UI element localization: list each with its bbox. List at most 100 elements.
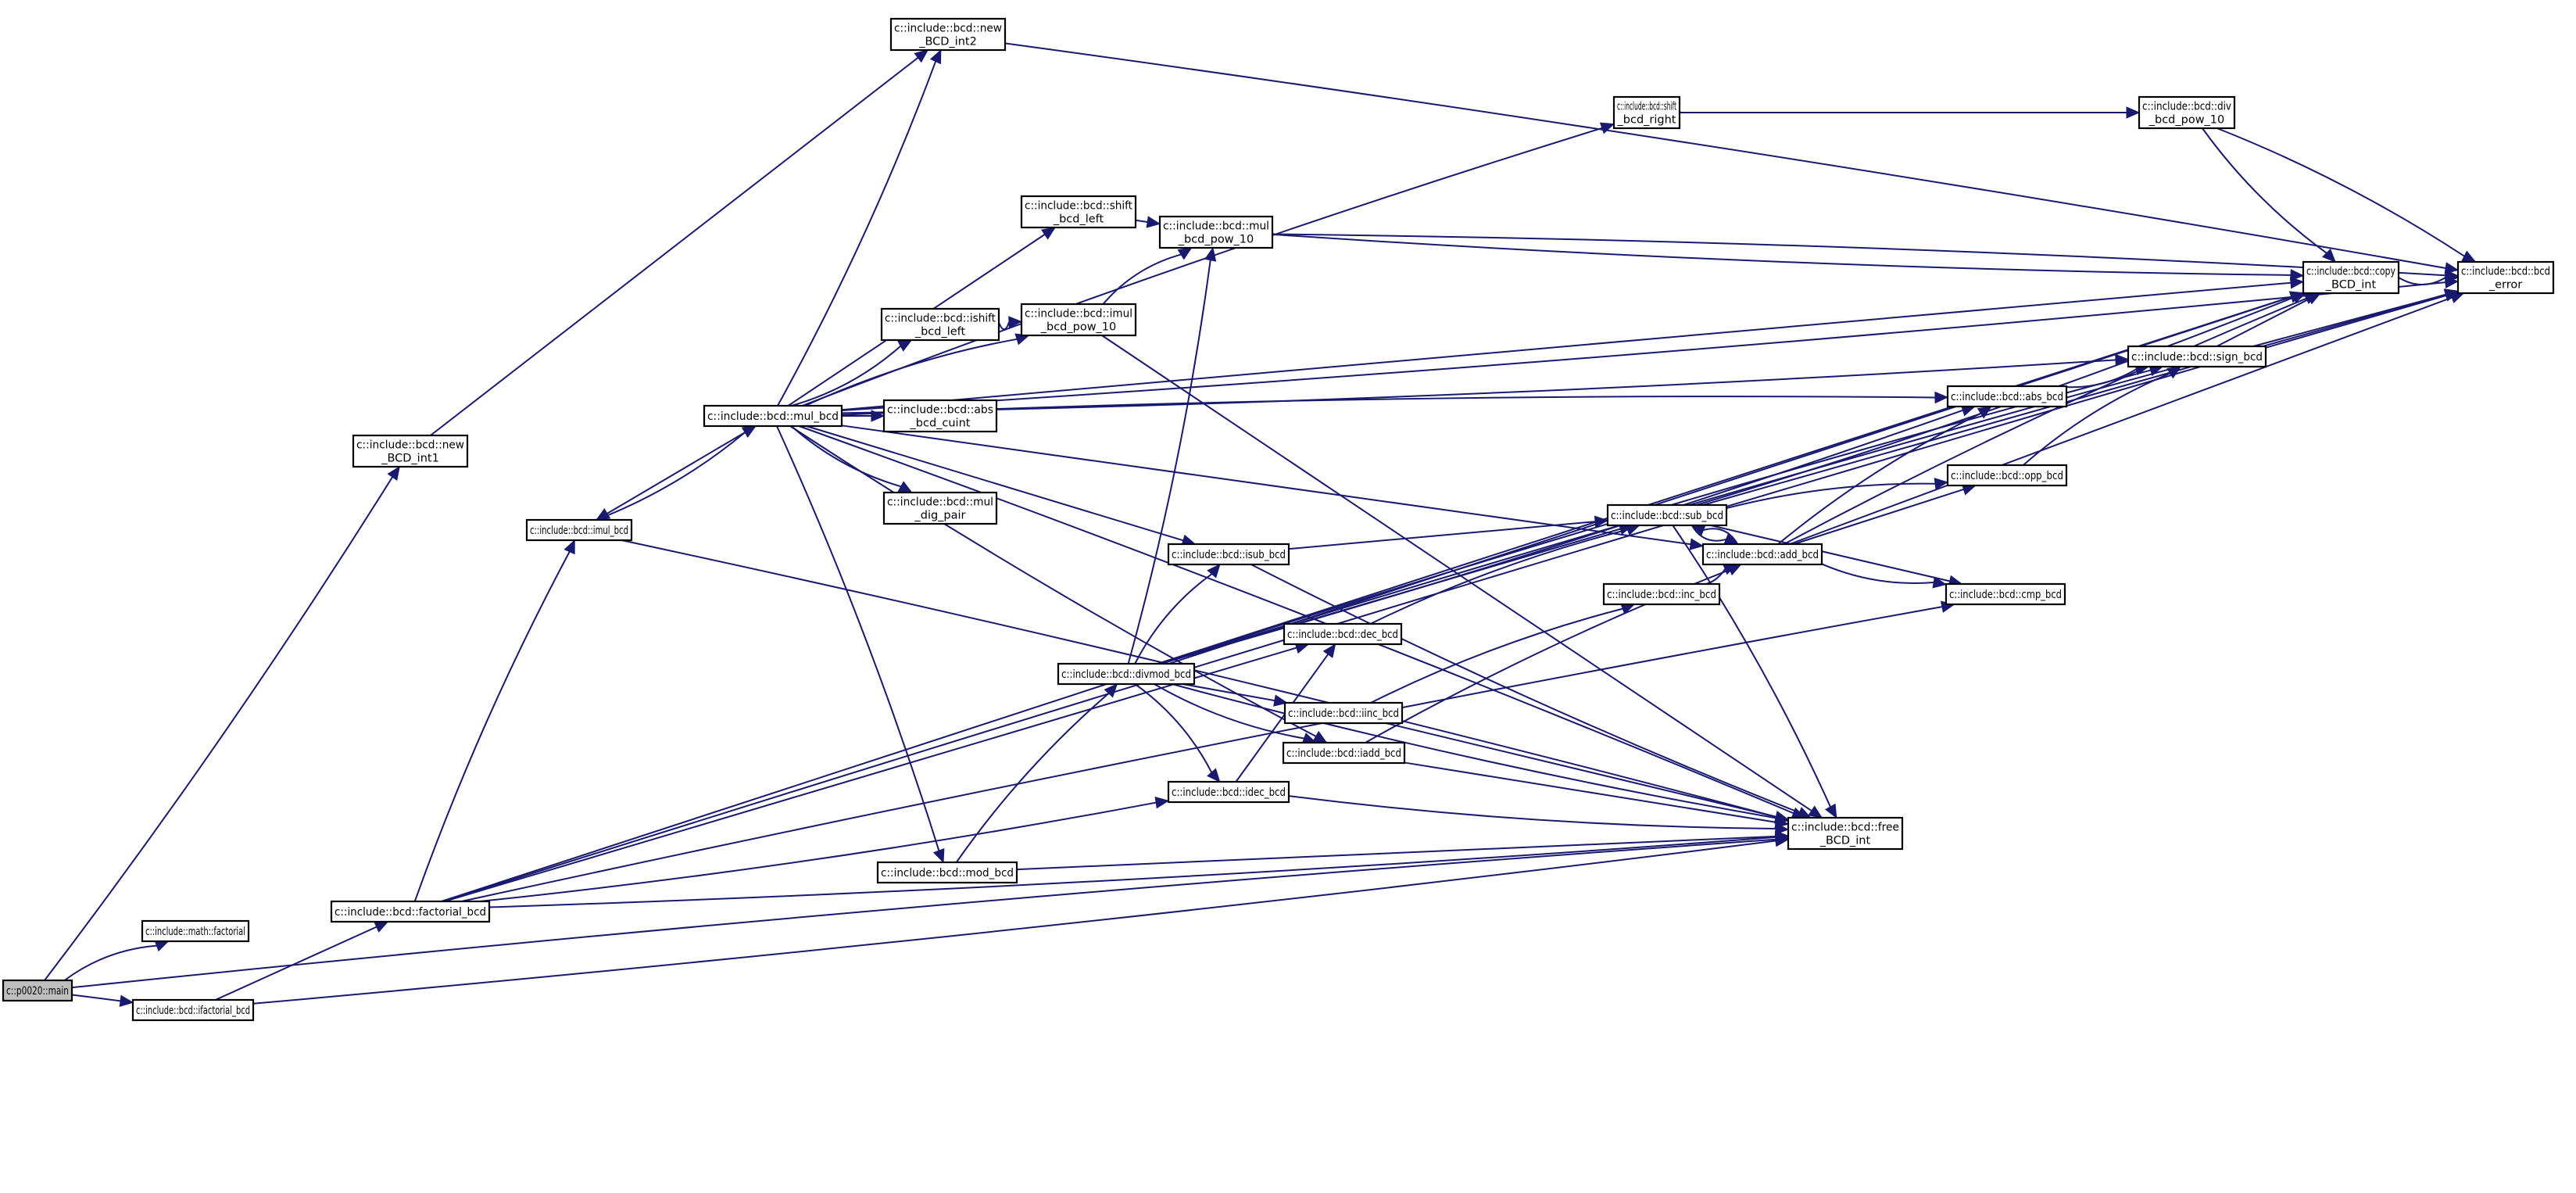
arrowhead-icon xyxy=(2321,248,2336,263)
node-iadd-bcd[interactable]: c::include::bcd::iadd_bcd xyxy=(1282,741,1406,765)
node-label: _bcd_pow_10 xyxy=(2148,114,2225,127)
edge-divmod_bcd-to-iinc_bcd xyxy=(1182,683,1288,707)
node-box xyxy=(1057,662,1196,686)
edge-line xyxy=(2398,277,2446,285)
edge-line xyxy=(252,840,1776,1005)
node-mul-dig-pair[interactable]: c::include::bcd::mul_dig_pair xyxy=(882,491,998,525)
node-inc-bcd[interactable]: c::include::bcd::inc_bcd xyxy=(1602,582,1721,606)
node-label: c::include::bcd::ishift xyxy=(885,313,996,325)
edge-line xyxy=(71,994,121,1002)
node-box xyxy=(1167,780,1290,804)
node-new-BCD-int2[interactable]: c::include::bcd::new_BCD_int2 xyxy=(889,17,1007,52)
node-box xyxy=(1020,195,1137,229)
node-label: c::include::bcd::shift xyxy=(1617,101,1676,113)
edge-line xyxy=(479,801,1157,902)
arrowhead-icon xyxy=(1808,805,1823,819)
edge-line xyxy=(998,321,1010,331)
node-main[interactable]: c::p0020::main xyxy=(2,979,73,1002)
node-new-BCD-int1[interactable]: c::include::bcd::new_BCD_int1 xyxy=(352,434,469,468)
node-dec-bcd[interactable]: c::include::bcd::dec_bcd xyxy=(1283,622,1403,646)
node-divmod-bcd[interactable]: c::include::bcd::divmod_bcd xyxy=(1057,662,1196,686)
node-label: c::include::bcd::bcd xyxy=(2461,266,2550,278)
node-box xyxy=(1020,303,1137,337)
arrowhead-icon xyxy=(2115,353,2130,367)
node-sign-bcd[interactable]: c::include::bcd::sign_bcd xyxy=(2127,345,2267,368)
node-math-factorial[interactable]: c::include::math::factorial xyxy=(141,919,250,943)
arrowhead-icon xyxy=(2292,292,2307,303)
node-abs-bcd[interactable]: c::include::bcd::abs_bcd xyxy=(1946,385,2068,408)
edge-line xyxy=(776,425,940,851)
node-opp-bcd[interactable]: c::include::bcd::opp_bcd xyxy=(1946,464,2068,487)
node-mod-bcd[interactable]: c::include::bcd::mod_bcd xyxy=(876,861,1018,884)
node-cmp-bcd[interactable]: c::include::bcd::cmp_bcd xyxy=(1945,582,2066,606)
node-label: _bcd_left xyxy=(1053,213,1104,226)
edge-line xyxy=(461,606,1943,902)
node-iinc-bcd[interactable]: c::include::bcd::iinc_bcd xyxy=(1283,701,1404,725)
arrowhead-icon xyxy=(897,481,913,493)
node-abs-bcd-cuint[interactable]: c::include::bcd::abs_bcd_cuint xyxy=(882,399,998,433)
node-label: c::include::bcd::dec_bcd xyxy=(1287,629,1398,641)
node-box xyxy=(330,900,491,923)
arrowhead-icon xyxy=(1207,768,1221,783)
edge-line xyxy=(1154,683,1304,740)
edge-line xyxy=(1250,564,1800,814)
edge-line xyxy=(1784,297,2307,545)
edge-line xyxy=(1821,563,1934,584)
edge-add_bcd-to-sub_bcd xyxy=(1690,525,1739,545)
edge-line xyxy=(1172,683,1776,819)
node-add-bcd[interactable]: c::include::bcd::add_bcd xyxy=(1701,543,1823,566)
edge-line xyxy=(1127,260,1211,665)
arrowhead-icon xyxy=(1824,803,1837,819)
node-imul-bcd-pow-10[interactable]: c::include::bcd::imul_bcd_pow_10 xyxy=(1020,303,1137,337)
edge-line xyxy=(955,693,1110,863)
edge-line xyxy=(2216,127,2465,257)
edge-line xyxy=(806,425,1184,542)
node-imul-bcd[interactable]: c::include::bcd::imul_bcd xyxy=(525,518,633,542)
edge-line xyxy=(596,432,746,521)
edge-mul_bcd-to-ishift_bcd_left xyxy=(791,339,913,407)
node-ishift-bcd-left[interactable]: c::include::bcd::ishift_bcd_left xyxy=(880,307,1000,342)
node-label: c::include::bcd::inc_bcd xyxy=(1607,589,1716,601)
edge-line xyxy=(1134,683,1213,773)
edge-idec_bcd-to-dec_bcd xyxy=(1235,643,1336,783)
node-ifactorial-bcd[interactable]: c::include::bcd::ifactorial_bcd xyxy=(131,998,255,1022)
edge-mul_bcd-to-mod_bcd xyxy=(776,425,945,864)
node-label: c::include::bcd::iadd_bcd xyxy=(1286,747,1401,760)
arrowhead-icon xyxy=(1775,830,1790,843)
node-label: c::include::bcd::mul_bcd xyxy=(707,410,839,423)
node-isub-bcd[interactable]: c::include::bcd::isub_bcd xyxy=(1167,543,1290,566)
node-box xyxy=(131,998,255,1022)
node-box xyxy=(1167,543,1290,566)
node-label: c::include::bcd::imul xyxy=(1025,308,1132,321)
node-shift-bcd-left[interactable]: c::include::bcd::shift_bcd_left xyxy=(1020,195,1137,229)
node-shift-bcd-right[interactable]: c::include::bcd::shift_bcd_right xyxy=(1612,95,1681,130)
node-sub-bcd[interactable]: c::include::bcd::sub_bcd xyxy=(1606,503,1728,527)
edge-factorial_bcd-to-cmp_bcd xyxy=(461,600,1955,902)
edge-line xyxy=(444,647,1297,902)
arrowhead-icon xyxy=(1322,643,1336,658)
node-box xyxy=(882,399,998,433)
edge-line xyxy=(1135,219,1148,224)
edge-sub_bcd-to-copy_BCD_int xyxy=(1696,292,2307,506)
node-factorial-bcd[interactable]: c::include::bcd::factorial_bcd xyxy=(330,900,491,923)
node-div-bcd-pow-10[interactable]: c::include::bcd::div_bcd_pow_10 xyxy=(2138,95,2236,130)
node-label: c::include::bcd::iinc_bcd xyxy=(1288,708,1399,720)
node-mul-bcd-pow-10[interactable]: c::include::bcd::mul_bcd_pow_10 xyxy=(1158,215,1274,249)
edge-isub_bcd-to-sub_bcd xyxy=(1288,515,1609,550)
node-label: c::include::bcd::div xyxy=(2142,101,2231,113)
edge-line xyxy=(63,944,157,981)
node-copy-BCD-int[interactable]: c::include::bcd::copy_BCD_int xyxy=(2302,260,2400,295)
edge-line xyxy=(841,425,1691,546)
node-mul-bcd[interactable]: c::include::bcd::mul_bcd xyxy=(703,404,843,428)
node-label: _error xyxy=(2488,279,2522,292)
node-label: c::include::bcd::isub_bcd xyxy=(1172,549,1286,561)
node-label: c::include::bcd::mul xyxy=(887,496,993,509)
node-label: c::include::bcd::idec_bcd xyxy=(1172,786,1286,799)
node-free-BCD-int[interactable]: c::include::bcd::free_BCD_int xyxy=(1787,816,1904,851)
node-bcd-error[interactable]: c::include::bcd::bcd_error xyxy=(2456,260,2555,295)
edge-line xyxy=(804,338,1018,407)
edge-line xyxy=(1696,296,2295,506)
edge-factorial_bcd-to-dec_bcd xyxy=(444,642,1310,902)
edge-line xyxy=(1158,409,1963,665)
node-idec-bcd[interactable]: c::include::bcd::idec_bcd xyxy=(1167,780,1290,804)
